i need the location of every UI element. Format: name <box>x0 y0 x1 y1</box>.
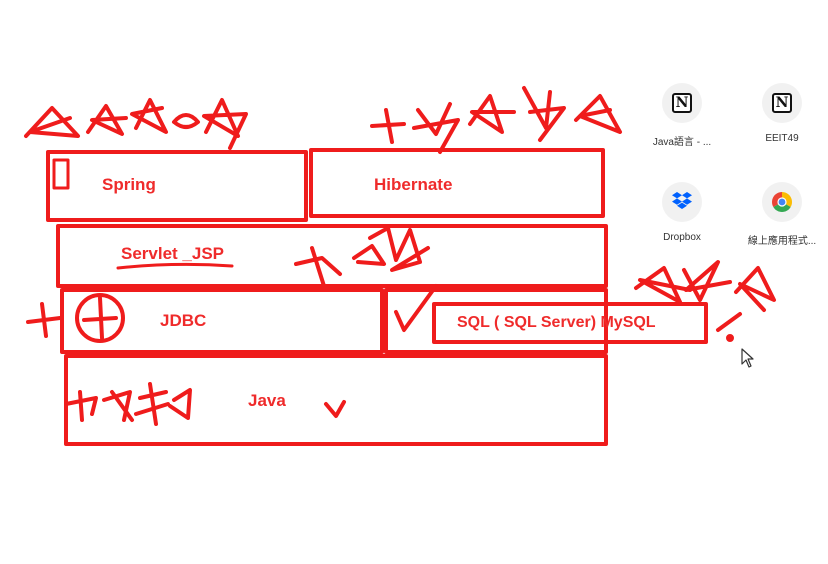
jdbc-label: JDBC <box>160 311 207 330</box>
shortcut-dropbox[interactable]: Dropbox <box>637 182 727 243</box>
shortcut-label: Dropbox <box>663 232 701 243</box>
sql-box <box>432 302 708 344</box>
shortcut-web-apps[interactable]: 線上應用程式... <box>737 182 827 247</box>
notion-icon: N <box>762 83 802 123</box>
mouse-cursor-icon <box>741 348 755 373</box>
sql-label: SQL ( SQL Server) MySQL <box>457 314 656 331</box>
db-box <box>384 288 608 354</box>
shortcut-java-notion[interactable]: N Java語言 - ... <box>637 83 727 148</box>
dropbox-icon <box>662 182 702 222</box>
shortcut-label: 線上應用程式... <box>747 236 817 247</box>
jdbc-box <box>60 288 384 354</box>
servlet-box <box>56 224 608 288</box>
chrome-apps-icon <box>762 182 802 222</box>
hibernate-box <box>309 148 605 218</box>
spring-label: Spring <box>102 175 156 194</box>
spring-box <box>46 150 308 222</box>
java-box <box>64 354 608 446</box>
shortcut-eeit49[interactable]: N EEIT49 <box>737 83 827 144</box>
shortcut-label: Java語言 - ... <box>652 137 712 148</box>
notion-icon: N <box>662 83 702 123</box>
servlet-jsp-label: Servlet _JSP <box>121 244 225 263</box>
shortcut-label: EEIT49 <box>765 133 799 144</box>
java-label: Java <box>248 391 286 410</box>
hibernate-label: Hibernate <box>374 175 453 194</box>
